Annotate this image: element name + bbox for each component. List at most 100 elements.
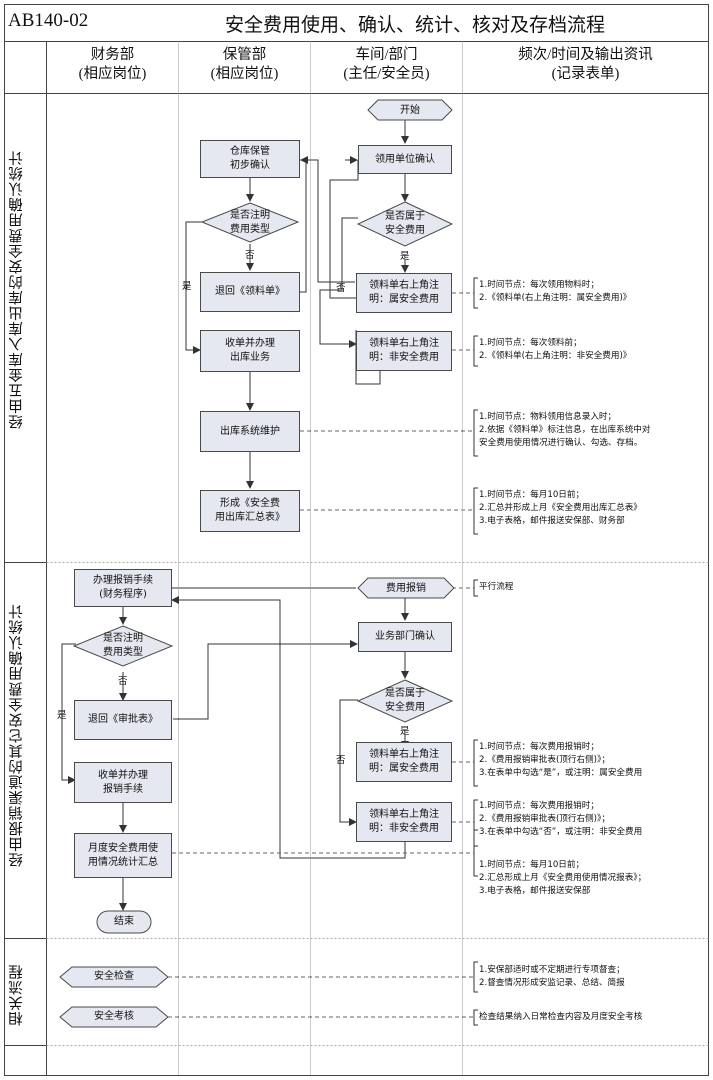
table-grid bbox=[4, 4, 709, 1076]
edge-label-no: 否 bbox=[245, 250, 255, 261]
note-line: 检查结果纳入日常检查内容及月度安全考核 bbox=[479, 1012, 643, 1022]
note-line: 1.时间节点：物料领用信息录入时； bbox=[479, 412, 617, 422]
node-text: 安全费用 bbox=[385, 225, 425, 236]
note-line: 1.时间节点：每次领料前； bbox=[479, 338, 582, 348]
col-header-line1: 财务部 bbox=[90, 47, 135, 63]
col-header-line1: 车间/部门 bbox=[355, 47, 418, 63]
node-text: 明：非安全费用 bbox=[369, 352, 439, 363]
decision-marked-label: 是否注明 费用类型 bbox=[202, 203, 298, 243]
note-line: 1.时间节点：每次费用报销时； bbox=[479, 742, 599, 752]
node2-mark-safe: 领料单右上角注 明：属安全费用 bbox=[356, 742, 452, 782]
node-text: 月度安全费用使 bbox=[88, 842, 158, 854]
note-line: 3.在表单中勾选“是”，或注明：属安全费用 bbox=[479, 768, 643, 778]
node-return-approval: 退回《审批表》 bbox=[74, 700, 172, 740]
node-monthly-summary: 月度安全费用使 用情况统计汇总 bbox=[74, 833, 172, 878]
col-header-line1: 频次/时间及输出资讯 bbox=[518, 47, 653, 63]
node-text: (财务程序) bbox=[99, 589, 147, 600]
node-text: 办理报销手续 bbox=[93, 575, 153, 586]
note-line: 平行流程 bbox=[479, 582, 514, 592]
decision-belongs-diamond bbox=[356, 201, 454, 247]
node-text: 用出库汇总表》 bbox=[215, 512, 285, 523]
lane-label-reimbursement: 经由报销渠道的其它安全费用确认统计 bbox=[9, 603, 25, 867]
node-text: 报销手续 bbox=[103, 783, 143, 795]
end-terminal bbox=[96, 910, 152, 934]
note-line: 1.时间节点：每月10日前； bbox=[479, 860, 585, 870]
note-line: 1.时间节点：每次费用报销时； bbox=[479, 801, 599, 811]
node-text: 形成《安全费 bbox=[220, 498, 280, 509]
edge-label-yes: 是 bbox=[400, 251, 410, 262]
node-return-requisition: 退回《领料单》 bbox=[200, 272, 300, 312]
note-line: 3.电子表格，邮件报送安保部、财务部 bbox=[479, 516, 625, 526]
decision2-belongs-diamond bbox=[356, 679, 454, 723]
node-warehouse-confirm: 仓库保管 初步确认 bbox=[200, 140, 300, 178]
node-text: 用情况统计汇总 bbox=[88, 856, 158, 868]
lane-label-related: 相关流程 bbox=[9, 964, 25, 1026]
node-receive-outbound: 收单并办理 出库业务 bbox=[200, 330, 300, 372]
col-header-line2: (主任/安全员) bbox=[343, 66, 430, 82]
node-text: 是否注明 bbox=[103, 633, 143, 644]
node-text: 是否属于 bbox=[385, 211, 425, 222]
note-expense-nonsafe: 1.时间节点：每次费用报销时； 2.《费用报销审批表(顶行右侧)》； 3.在表单… bbox=[479, 800, 642, 839]
node-text: 明：非安全费用 bbox=[369, 823, 439, 834]
edge-label-no: 否 bbox=[336, 283, 346, 294]
note-brackets bbox=[473, 277, 478, 1026]
note-system: 1.时间节点：物料领用信息录入时； 2.依据《领料单》标注信息，在出库系统中对 … bbox=[479, 411, 650, 450]
node-text: 安全费用 bbox=[385, 702, 425, 713]
start-terminal bbox=[367, 99, 453, 121]
note-line: 2.《领料单(右上角注明：非安全费用)》 bbox=[479, 351, 632, 361]
note-line: 安全费用使用情况进行确认、勾选、存档。 bbox=[479, 438, 643, 448]
node-claim-procedure: 办理报销手续 (财务程序) bbox=[74, 569, 172, 607]
node-text: 收单并办理 bbox=[98, 769, 148, 781]
connectors-lane1 bbox=[185, 120, 409, 489]
edge-label-no: 否 bbox=[336, 755, 346, 766]
note-parallel: 平行流程 bbox=[479, 581, 513, 594]
col-header-finance: 财务部 (相应岗位) bbox=[47, 46, 178, 84]
expense-label: 费用报销 bbox=[386, 582, 426, 594]
note-line: 2.《费用报销审批表(顶行右侧)》； bbox=[479, 814, 610, 824]
col-header-output: 频次/时间及输出资讯 (记录表单) bbox=[463, 46, 708, 84]
note-leaders bbox=[168, 292, 474, 1018]
expense-terminal bbox=[357, 577, 455, 599]
note-line: 1.时间节点：每次领用物料时； bbox=[479, 280, 599, 290]
edge-label-yes: 是 bbox=[182, 281, 192, 292]
node-text: 领料单右上角注 bbox=[369, 338, 439, 349]
column-dividers bbox=[178, 41, 463, 1076]
note-line: 2.汇总并形成上月《安全费用出库汇总表》 bbox=[479, 503, 642, 513]
safety-check-terminal bbox=[59, 966, 169, 988]
start-label: 开始 bbox=[400, 104, 420, 116]
node-text: 收单并办理 bbox=[225, 338, 275, 349]
col-header-line2: (记录表单) bbox=[551, 66, 620, 82]
col-header-line2: (相应岗位) bbox=[210, 66, 279, 82]
node-text: 出库业务 bbox=[230, 352, 270, 363]
node-text: 明：属安全费用 bbox=[369, 763, 439, 774]
note-expense-safe: 1.时间节点：每次费用报销时； 2.《费用报销审批表(顶行右侧)》； 3.在表单… bbox=[479, 741, 642, 780]
note-line: 2.督查情况形成安监记录、总结、简报 bbox=[479, 978, 625, 988]
node-text: 领料单右上角注 bbox=[369, 809, 439, 820]
end-label: 结束 bbox=[114, 916, 134, 927]
node-text: 明：属安全费用 bbox=[369, 294, 439, 305]
node-text: 是否属于 bbox=[385, 688, 425, 699]
connectors-lane2 bbox=[61, 587, 409, 911]
node-mark-nonsafe: 领料单右上角注 明：非安全费用 bbox=[356, 331, 452, 371]
node-text: 费用类型 bbox=[230, 224, 270, 235]
note-line: 2.《领料单(右上角注明：属安全费用)》 bbox=[479, 293, 632, 303]
document-code: AB140-02 bbox=[8, 10, 89, 31]
node-mark-safe: 领料单右上角注 明：属安全费用 bbox=[356, 273, 452, 313]
safety-check-label: 安全检查 bbox=[94, 971, 134, 982]
node-system-maintenance: 出库系统维护 bbox=[200, 411, 300, 452]
node-text: 领料单右上角注 bbox=[369, 749, 439, 760]
col-header-line1: 保管部 bbox=[222, 47, 267, 63]
decision-marked-diamond bbox=[200, 202, 300, 243]
decision2-marked-label: 是否注明 费用类型 bbox=[74, 626, 172, 666]
node2-mark-nonsafe: 领料单右上角注 明：非安全费用 bbox=[356, 802, 452, 842]
note-line: 3.在表单中勾选“否”，或注明：非安全费用 bbox=[479, 827, 643, 837]
node-text: 费用类型 bbox=[103, 647, 143, 658]
safety-assess-label: 安全考核 bbox=[94, 1011, 134, 1022]
node-receive-claim: 收单并办理 报销手续 bbox=[74, 762, 172, 803]
note-line: 3.电子表格，邮件报送安保部 bbox=[479, 886, 591, 896]
note-line: 1.时间节点：每月10日前； bbox=[479, 490, 585, 500]
decision2-marked-diamond bbox=[72, 625, 174, 667]
node-text: 领料单右上角注 bbox=[369, 280, 439, 291]
lane-label-warehouse: 经由五金库入库出库的安全费用确认统计 bbox=[9, 150, 25, 430]
